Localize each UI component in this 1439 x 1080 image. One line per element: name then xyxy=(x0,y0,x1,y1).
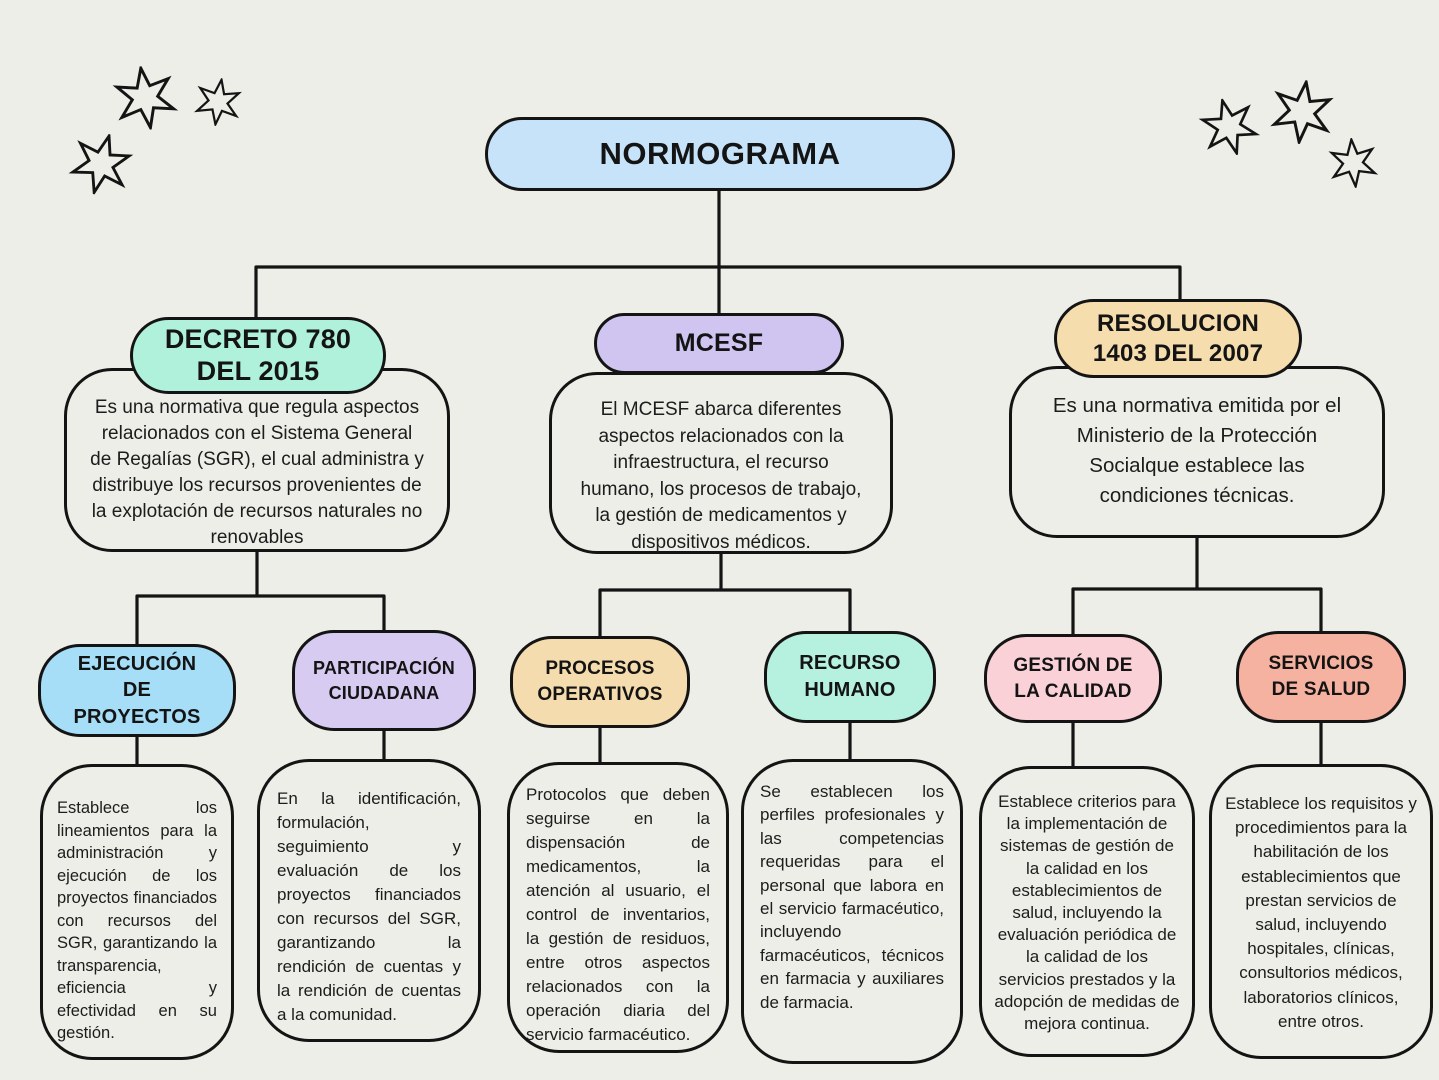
star-icon xyxy=(1198,96,1261,158)
procesos-description-box: Protocolos que deben seguirse en la disp… xyxy=(507,762,729,1053)
node-recurso-label: RECURSO HUMANO xyxy=(799,652,901,701)
star-icon xyxy=(68,131,134,197)
node-servicios-label: SERVICIOS DE SALUD xyxy=(1268,653,1374,700)
node-resolucion-label: RESOLUCION 1403 DEL 2007 xyxy=(1092,309,1264,367)
recurso-description: Se establecen los perfiles profesionales… xyxy=(760,782,944,1012)
participacion-description-box: En la identificación, formulación, segui… xyxy=(257,759,481,1042)
node-ejecucion-label: EJECUCIÓN DE PROYECTOS xyxy=(73,652,201,728)
node-mcesf-label: MCESF xyxy=(674,329,764,357)
node-participacion-ciudadana: PARTICIPACIÓN CIUDADANA xyxy=(292,630,476,731)
node-decreto-780: DECRETO 780 DEL 2015 xyxy=(130,317,386,394)
ejecucion-description: Establece los lineamientos para la admin… xyxy=(57,799,217,1042)
node-gestion-label: GESTIÓN DE LA CALIDAD xyxy=(1013,654,1133,702)
node-mcesf: MCESF xyxy=(594,313,844,374)
node-procesos-label: PROCESOS OPERATIVOS xyxy=(537,658,663,705)
recurso-description-box: Se establecen los perfiles profesionales… xyxy=(741,759,963,1064)
servicios-description-box: Establece los requisitos y procedimiento… xyxy=(1209,764,1433,1059)
star-icon xyxy=(112,63,179,133)
node-recurso-humano: RECURSO HUMANO xyxy=(764,631,936,723)
resolucion-description-box: Es una normativa emitida por el Minister… xyxy=(1009,366,1385,538)
gestion-description: Establece criterios para la implementaci… xyxy=(994,792,1180,1034)
servicios-description: Establece los requisitos y procedimiento… xyxy=(1225,794,1417,1031)
node-ejecucion-proyectos: EJECUCIÓN DE PROYECTOS xyxy=(38,644,236,737)
procesos-description: Protocolos que deben seguirse en la disp… xyxy=(526,785,710,1044)
node-resolucion-1403: RESOLUCION 1403 DEL 2007 xyxy=(1054,299,1302,378)
node-gestion-calidad: GESTIÓN DE LA CALIDAD xyxy=(984,634,1162,723)
node-procesos-operativos: PROCESOS OPERATIVOS xyxy=(510,636,690,728)
star-icon xyxy=(1270,77,1334,147)
mcesf-description-box: El MCESF abarca diferentes aspectos rela… xyxy=(549,372,893,554)
decreto-description: Es una normativa que regula aspectos rel… xyxy=(90,397,424,548)
gestion-description-box: Establece criterios para la implementaci… xyxy=(979,766,1195,1057)
page-title: NORMOGRAMA xyxy=(599,136,841,171)
participacion-description: En la identificación, formulación, segui… xyxy=(277,789,461,1024)
node-participacion-label: PARTICIPACIÓN CIUDADANA xyxy=(313,658,455,703)
resolucion-description: Es una normativa emitida por el Minister… xyxy=(1052,394,1342,507)
star-icon xyxy=(193,76,242,128)
star-icon xyxy=(1328,136,1379,190)
ejecucion-description-box: Establece los lineamientos para la admin… xyxy=(40,764,234,1060)
node-decreto-label: DECRETO 780 DEL 2015 xyxy=(164,323,352,386)
title-node: NORMOGRAMA xyxy=(485,117,955,191)
node-servicios-salud: SERVICIOS DE SALUD xyxy=(1236,631,1406,723)
mcesf-description: El MCESF abarca diferentes aspectos rela… xyxy=(580,399,862,553)
decreto-description-box: Es una normativa que regula aspectos rel… xyxy=(64,368,450,552)
